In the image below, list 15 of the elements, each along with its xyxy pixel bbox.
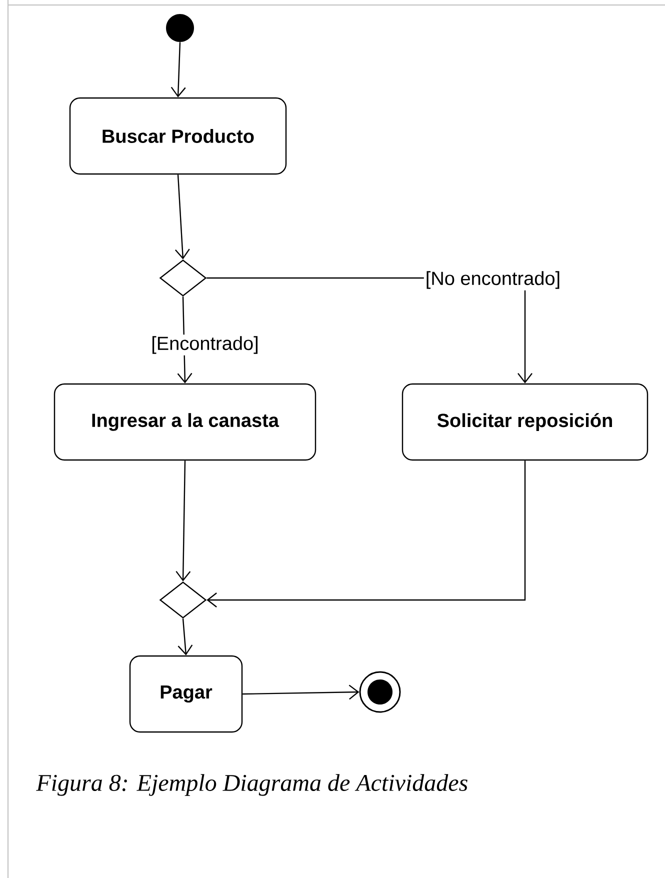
arrow	[174, 174, 190, 260]
activity-box: Pagar	[129, 655, 243, 733]
caption: Figura 8: Ejemplo Diagrama de Actividades	[36, 774, 468, 796]
arrow	[170, 42, 186, 98]
arrow	[176, 460, 191, 582]
activity-box: Solicitar reposición	[402, 383, 648, 461]
arrow	[242, 684, 360, 700]
edge-label: [Encontrado]	[150, 334, 260, 356]
arrow	[178, 618, 193, 656]
edge-label: [No encontrado]	[424, 270, 562, 290]
activity-box: Ingresar a la canasta	[54, 383, 316, 461]
initial-node	[166, 14, 194, 42]
final-node	[359, 671, 401, 713]
arrow	[206, 460, 526, 608]
activity-box: Buscar Producto	[69, 97, 287, 175]
